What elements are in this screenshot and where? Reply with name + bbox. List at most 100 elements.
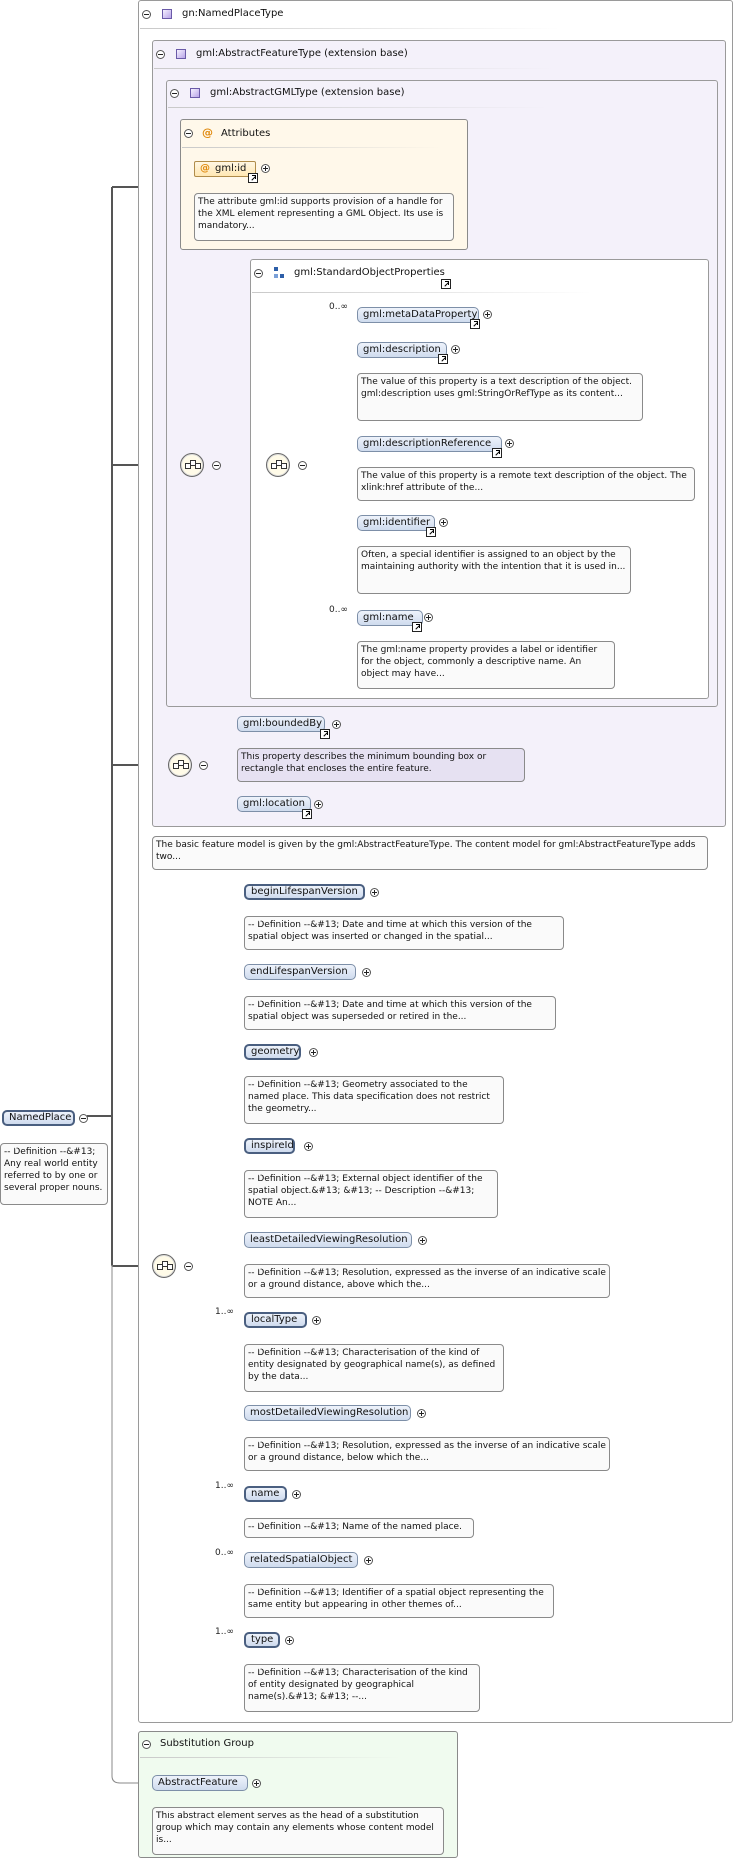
reference-arrow-icon[interactable] [441,279,451,289]
collapse-icon[interactable] [184,129,193,138]
element-gml-location[interactable]: gml:location [237,796,311,812]
element-endlifespanversion-doc: -- Definition --&#13; Date and time at w… [244,996,556,1030]
element-gml-descriptionreference-doc: The value of this property is a remote t… [357,467,695,501]
element-gml-description-doc: The value of this property is a text des… [357,373,643,421]
collapse-icon[interactable] [184,1262,193,1271]
cardinality-label: 1..∞ [215,1307,234,1317]
element-gml-descriptionreference[interactable]: gml:descriptionReference [357,436,502,452]
reference-arrow-icon[interactable] [302,809,312,819]
element-geometry-doc: -- Definition --&#13; Geometry associate… [244,1076,504,1124]
element-inspireid[interactable]: inspireId [244,1138,295,1154]
cardinality-label: 1..∞ [215,1627,234,1637]
expand-icon[interactable] [261,164,270,173]
expand-icon[interactable] [332,720,341,729]
element-type-doc: -- Definition --&#13; Characterisation o… [244,1664,480,1712]
expand-icon[interactable] [285,1636,294,1645]
element-relatedspatialobject[interactable]: relatedSpatialObject [244,1552,358,1568]
element-localtype-doc: -- Definition --&#13; Characterisation o… [244,1344,504,1392]
root-element-doc: -- Definition --&#13; Any real world ent… [0,1143,108,1205]
element-mostdetailedviewingresolution-doc: -- Definition --&#13; Resolution, expres… [244,1437,610,1471]
collapse-icon[interactable] [142,1740,151,1749]
title-divider [154,68,554,69]
title-divider [140,28,560,29]
element-name[interactable]: name [244,1486,287,1502]
expand-icon[interactable] [370,888,379,897]
expand-icon[interactable] [364,1556,373,1565]
collapse-icon[interactable] [212,461,221,470]
sequence-compositor-icon [152,1254,176,1278]
cardinality-label: 0..∞ [329,302,348,312]
element-beginlifespanversion-doc: -- Definition --&#13; Date and time at w… [244,916,564,950]
attribute-icon: @ [200,163,210,174]
expand-icon[interactable] [483,310,492,319]
title-divider [168,107,548,108]
cardinality-label: 0..∞ [215,1548,234,1558]
collapse-icon[interactable] [156,50,165,59]
element-gml-name[interactable]: gml:name [357,610,423,626]
expand-icon[interactable] [314,800,323,809]
element-gml-identifier[interactable]: gml:identifier [357,515,435,531]
attribute-gml-id[interactable]: @gml:id [194,161,256,177]
sequence-compositor-icon [168,753,192,777]
collapse-icon[interactable] [79,1114,88,1123]
element-leastdetailedviewingresolution[interactable]: leastDetailedViewingResolution [244,1232,412,1248]
expand-icon[interactable] [417,1409,426,1418]
element-beginlifespanversion[interactable]: beginLifespanVersion [244,884,365,900]
collapse-icon[interactable] [142,10,151,19]
title-divider [252,292,592,293]
abstractfeature-doc: This abstract element serves as the head… [152,1807,444,1855]
sequence-compositor-icon [180,453,204,477]
attributes-title: Attributes [221,128,271,139]
expand-icon[interactable] [312,1316,321,1325]
complex-type-icon [176,49,186,59]
element-endlifespanversion[interactable]: endLifespanVersion [244,964,356,980]
complex-type-icon [190,88,200,98]
expand-icon[interactable] [362,968,371,977]
title-divider [182,147,442,148]
cardinality-label: 1..∞ [215,1481,234,1491]
expand-icon[interactable] [505,439,514,448]
abstract-gml-type-title: gml:AbstractGMLType (extension base) [210,87,405,98]
element-localtype[interactable]: localType [244,1312,307,1328]
title-divider [140,1757,400,1758]
collapse-icon[interactable] [254,269,263,278]
element-gml-boundedby[interactable]: gml:boundedBy [237,716,325,732]
expand-icon[interactable] [304,1142,313,1151]
expand-icon[interactable] [418,1236,427,1245]
collapse-icon[interactable] [199,761,208,770]
element-relatedspatialobject-doc: -- Definition --&#13; Identifier of a sp… [244,1584,554,1618]
named-place-type-title: gn:NamedPlaceType [182,8,284,19]
element-mostdetailedviewingresolution[interactable]: mostDetailedViewingResolution [244,1405,411,1421]
abstract-feature-type-doc: The basic feature model is given by the … [152,836,708,870]
reference-arrow-icon[interactable] [438,354,448,364]
element-type[interactable]: type [244,1632,280,1648]
attribute-gml-id-doc: The attribute gml:id supports provision … [194,193,454,241]
expand-icon[interactable] [439,518,448,527]
element-name-doc: -- Definition --&#13; Name of the named … [244,1518,474,1538]
expand-icon[interactable] [451,345,460,354]
reference-arrow-icon[interactable] [320,729,330,739]
collapse-icon[interactable] [298,461,307,470]
cardinality-label: 0..∞ [329,605,348,615]
expand-icon[interactable] [252,1779,261,1788]
reference-arrow-icon[interactable] [470,319,480,329]
expand-icon[interactable] [292,1490,301,1499]
standard-object-properties-title: gml:StandardObjectProperties [294,267,445,278]
root-element-namedplace[interactable]: NamedPlace [2,1110,75,1126]
expand-icon[interactable] [309,1048,318,1057]
collapse-icon[interactable] [170,89,179,98]
reference-arrow-icon[interactable] [492,448,502,458]
reference-arrow-icon[interactable] [412,622,422,632]
reference-arrow-icon[interactable] [248,173,258,183]
substitution-link [111,1265,152,1784]
group-icon [274,267,284,278]
substitution-group-title: Substitution Group [160,1738,254,1749]
expand-icon[interactable] [424,613,433,622]
element-abstractfeature[interactable]: AbstractFeature [152,1775,248,1791]
element-gml-description[interactable]: gml:description [357,342,447,358]
element-geometry[interactable]: geometry [244,1044,301,1060]
element-gml-identifier-doc: Often, a special identifier is assigned … [357,546,631,594]
element-gml-name-doc: The gml:name property provides a label o… [357,641,615,689]
element-gml-metadataproperty[interactable]: gml:metaDataProperty [357,307,479,323]
reference-arrow-icon[interactable] [426,527,436,537]
